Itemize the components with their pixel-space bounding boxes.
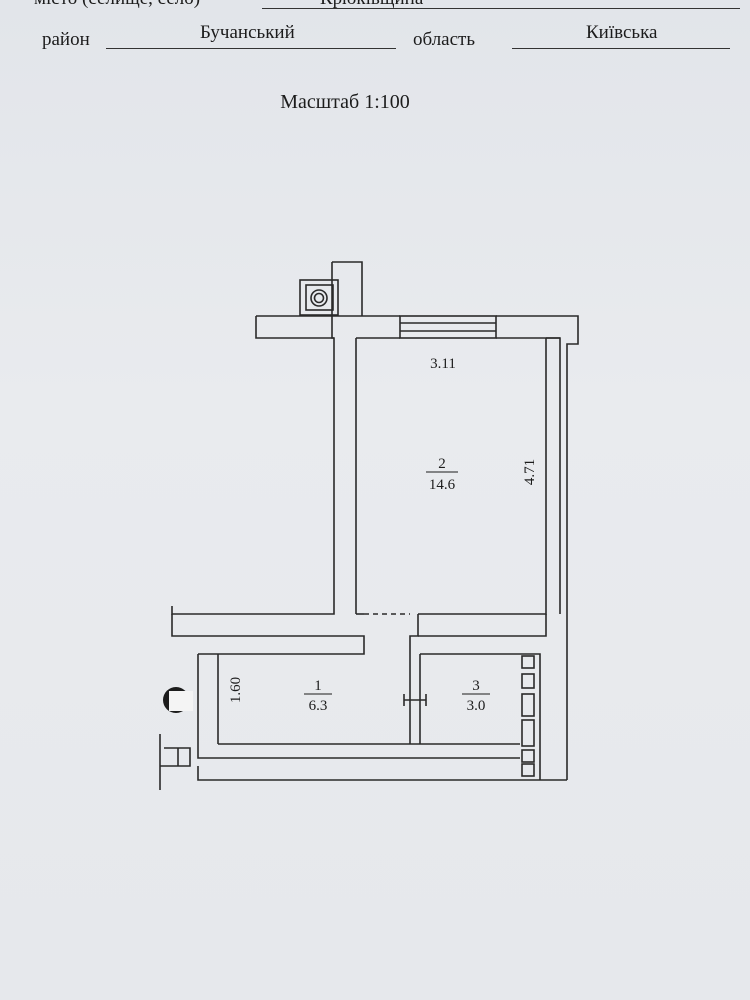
scale-label: Масштаб 1:100	[280, 91, 410, 113]
svg-text:3.0: 3.0	[467, 698, 486, 714]
district-value: Бучанський	[200, 22, 295, 43]
svg-text:1: 1	[314, 678, 322, 694]
room-1-label: 1 6.3	[304, 678, 332, 714]
dim-room2-length: 4.71	[522, 459, 538, 485]
region-underline	[512, 48, 730, 49]
city-underline	[262, 8, 740, 9]
region-value: Київська	[586, 22, 658, 43]
district-underline	[106, 48, 396, 49]
city-value: Крюківщина	[320, 0, 423, 10]
entrance-marker	[163, 687, 193, 713]
dim-room1-width: 1.60	[228, 677, 244, 703]
dim-room2-width: 3.11	[430, 356, 456, 372]
radiator-stack	[521, 655, 535, 777]
district-label: район	[42, 29, 90, 50]
svg-text:3: 3	[472, 678, 480, 694]
svg-text:6.3: 6.3	[309, 698, 328, 714]
svg-text:14.6: 14.6	[429, 477, 456, 493]
vent-shaft	[299, 279, 339, 316]
svg-text:2: 2	[438, 456, 446, 472]
room-2-label: 2 14.6	[426, 456, 458, 493]
window	[399, 315, 497, 339]
top-wall	[256, 315, 579, 780]
region-label: область	[413, 29, 476, 50]
city-label: місто (селище, село)	[34, 0, 200, 10]
room-3-label: 3 3.0	[462, 678, 490, 714]
